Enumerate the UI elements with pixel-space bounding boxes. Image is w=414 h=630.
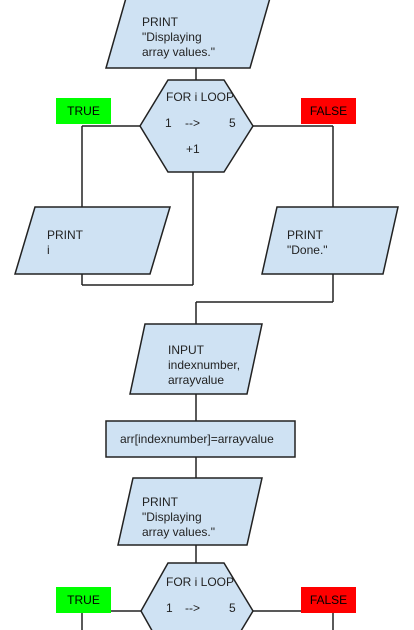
print2-line-2: "Displaying	[142, 510, 202, 524]
print1-line-2: "Displaying	[142, 30, 202, 44]
print-done-parallelogram	[261, 206, 399, 275]
input-var-2: arrayvalue	[168, 373, 225, 387]
print-i-var: i	[47, 243, 50, 257]
loop2-from: 1	[166, 601, 173, 615]
loop1-title: FOR i LOOP	[166, 90, 235, 104]
print1-line-3: array values."	[142, 45, 215, 59]
loop1-to: 5	[229, 116, 236, 130]
print-i-parallelogram	[13, 206, 172, 275]
print-done-text: "Done."	[287, 243, 328, 257]
input-parallelogram	[129, 323, 263, 395]
false-badge: FALSE	[301, 98, 356, 124]
input-var-1: indexnumber,	[168, 358, 241, 372]
loop1-from: 1	[165, 116, 172, 130]
false-badge-2: FALSE	[301, 587, 356, 613]
loop2-arrow: -->	[185, 601, 200, 615]
print2-keyword: PRINT	[142, 495, 178, 509]
loop1-arrow: -->	[185, 116, 200, 130]
loop2-to: 5	[229, 601, 236, 615]
loop1-step: +1	[186, 142, 200, 156]
print1-keyword: PRINT	[142, 15, 178, 29]
true-badge: TRUE	[56, 98, 111, 124]
input-keyword: INPUT	[168, 343, 204, 357]
print-i-keyword: PRINT	[47, 228, 83, 242]
print-done-keyword: PRINT	[287, 228, 323, 242]
print-parallelogram-2	[117, 477, 263, 546]
loop2-title: FOR i LOOP	[166, 575, 235, 589]
true-badge-2: TRUE	[56, 587, 111, 613]
assign-statement: arr[indexnumber]=arrayvalue	[120, 432, 274, 446]
print2-line-3: array values."	[142, 525, 215, 539]
for-loop-hexagon-2	[140, 562, 254, 630]
print-parallelogram-1	[105, 0, 271, 69]
for-loop-hexagon-1	[139, 79, 254, 173]
assign-process-box	[105, 420, 296, 458]
